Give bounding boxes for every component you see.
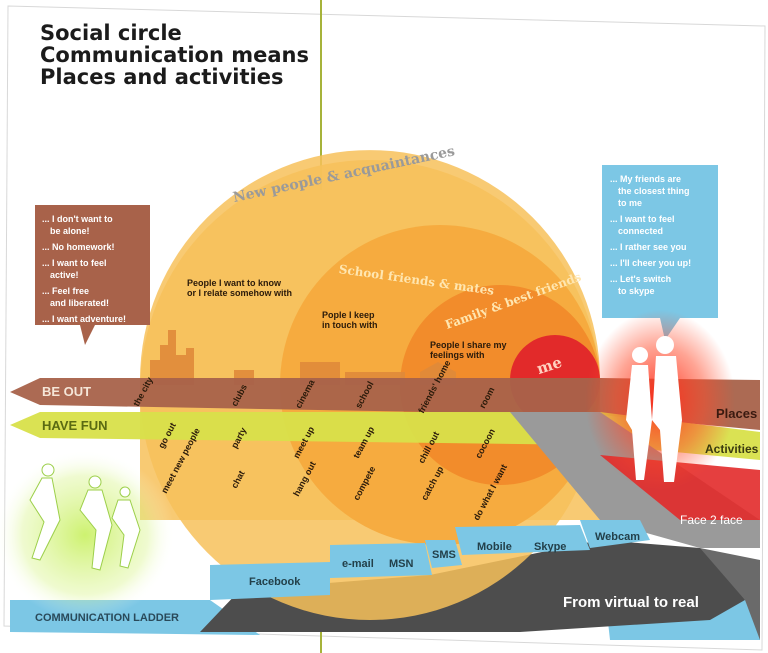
right-bubble-line: to me [618,198,643,208]
left-bubble-line: active! [50,270,79,280]
right-bubble-line: the closest thing [618,186,690,196]
outer-desc-line1: People I want to know [187,278,282,288]
ladder-label: COMMUNICATION LADDER [35,612,180,624]
inner-desc-line1: People I share my [430,340,507,350]
middle-desc-line1: Pople I keep [322,310,375,320]
top-divider [320,0,322,190]
outer-desc-line2: or I relate somehow with [187,288,293,298]
be-out-band [10,378,760,430]
right-bubble-line: ... My friends are [610,174,682,184]
title-social-circle: Social circle [40,21,182,45]
step-facebook-bg [210,562,330,600]
left-bubble-line: ... I want adventure! [42,314,127,324]
middle-desc-line2: in touch with [322,320,378,330]
left-bubble-line: ... I want to feel [42,258,107,268]
left-bubble-line: ... I don't want to [42,214,113,224]
have-fun-label: HAVE FUN [42,418,108,433]
step-facebook: Facebook [249,576,301,588]
left-bubble-line: be alone! [50,226,90,236]
title-communication: Communication means [40,43,309,67]
left-bubble-line: ... Feel free [42,286,90,296]
title-places: Places and activities [40,65,284,89]
right-bubble-line: ... I want to feel [610,214,675,224]
virtual-real-label: From virtual to real [563,594,699,611]
right-bubble-line: ... I'll cheer you up! [610,258,692,268]
left-bubble: ... I don't want to be alone! ... No hom… [42,213,150,329]
couple-icon [626,336,682,482]
step-email: e-mail [342,558,374,570]
step-mobile-bg [455,525,590,555]
step-mobile: Mobile [477,541,512,553]
jumping-people-icon [29,463,141,571]
inner-desc-line2: feelings with [430,350,485,360]
right-bubble-line: ... Let's switch [610,274,672,284]
right-bubble-line: connected [618,226,664,236]
step-sms: SMS [432,549,456,561]
activities-label: Activities [705,442,759,456]
inner-circle-desc: People I share my feelings with [430,340,507,360]
step-sms-bg [425,540,462,568]
be-out-label: BE OUT [42,384,92,399]
right-bubble: ... My friends are the closest thing to … [610,173,715,301]
step-email-bg [330,543,432,578]
green-glow [0,450,175,620]
face2face-label: Face 2 face [680,513,743,527]
left-bubble-line: and liberated! [50,298,110,308]
right-bubble-line: to skype [618,286,655,296]
step-msn: MSN [389,558,414,570]
step-skype: Skype [534,541,567,553]
step-webcam-bg [580,520,650,548]
right-bubble-line: ... I rather see you [610,242,687,252]
arrow-tip [700,548,760,640]
places-label: Places [716,406,758,421]
right-bubble-bg [602,165,718,340]
middle-circle-desc: Pople I keep in touch with [322,310,378,330]
left-bubble-line: ... No homework! [42,242,115,252]
outer-circle-desc: People I want to know or I relate someho… [187,278,292,298]
left-bubble-bg [35,205,150,345]
step-webcam: Webcam [595,531,641,543]
